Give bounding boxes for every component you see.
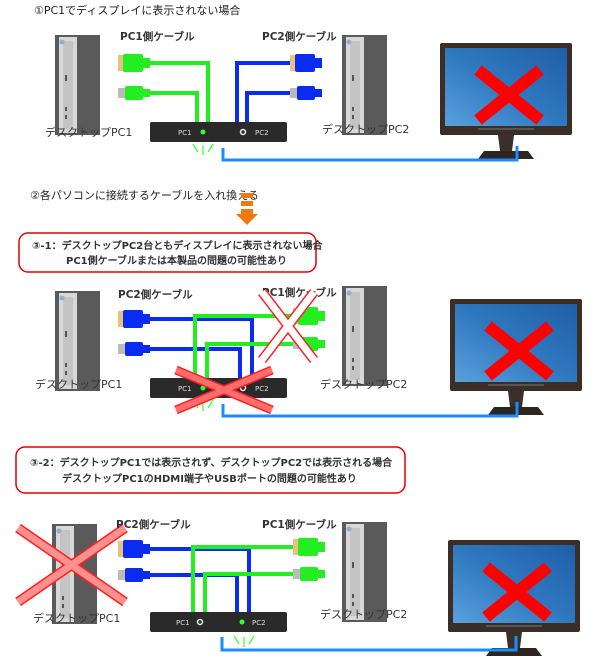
video-cable (221, 402, 519, 418)
cable-x-inner (259, 289, 317, 363)
pc1-cable (118, 54, 210, 124)
pc1-cable-label: PC1側ケーブル (120, 30, 195, 43)
note-box-3-1 (18, 232, 317, 273)
switch-port2-label: PC2 (255, 129, 269, 137)
pc2-cable (235, 54, 322, 124)
note-3-1-line2: PC1側ケーブルまたは本製品の問題の可能性あり (66, 254, 287, 267)
desktop-pc1-label: デスクトップPC1 (45, 125, 132, 139)
pc2-cable-label: PC2側ケーブル (116, 518, 191, 531)
hdmi-plug-icon (293, 538, 325, 556)
desktop-pc1-label: デスクトップPC1 (33, 611, 120, 625)
desktop-pc1-label: デスクトップPC1 (35, 377, 122, 391)
led-active-icon (239, 619, 245, 625)
hdmi-plug-icon (118, 54, 150, 72)
desktop-pc2-icon (342, 522, 387, 622)
usb-plug-icon (293, 567, 325, 581)
usb-plug-icon (290, 86, 322, 100)
switch-port2-label: PC2 (255, 385, 269, 393)
desktop-pc2-icon (342, 286, 387, 386)
led-glow-icon (233, 635, 255, 647)
desktop-pc2-icon (342, 35, 387, 135)
hdmi-plug-icon (290, 54, 322, 72)
usb-plug-icon (118, 568, 150, 582)
pc2-cable (118, 310, 254, 380)
led-active-icon (200, 129, 206, 135)
desktop-pc2-label: デスクトップPC2 (320, 607, 407, 621)
switch-port1-label: PC1 (178, 129, 192, 137)
switch-port2-label: PC2 (252, 619, 266, 627)
desktop-pc1-icon (55, 35, 100, 135)
pc2-cable (118, 540, 251, 614)
pc1-cable (191, 538, 325, 614)
scene-3: PC2側ケーブル PC1側ケーブル PC1 PC2 デスクトップPC1 デスクト… (15, 518, 580, 656)
monitor-x-icon (482, 562, 552, 622)
switch-port1-label: PC1 (176, 619, 190, 627)
desktop-pc1-icon (55, 291, 100, 391)
video-cable (220, 636, 518, 652)
led-inactive-icon (196, 618, 204, 626)
hdmi-plug-icon (118, 540, 150, 558)
desktop-pc2-label: デスクトップPC2 (320, 377, 407, 391)
pc1-cable (193, 307, 325, 380)
scene-1: PC1側ケーブル PC2側ケーブル PC1 PC2 デスクトップPC1 デスクト… (45, 30, 572, 162)
pc1-cable-label: PC1側ケーブル (262, 286, 337, 299)
pc1-cable-label: PC1側ケーブル (262, 518, 337, 531)
section2-title: ②各パソコンに接続するケーブルを入れ換える (30, 188, 259, 202)
switch-x-outline-icon (174, 365, 274, 415)
section1-title: ①PC1でディスプレイに表示されない場合 (34, 3, 240, 17)
note-box-3-2 (15, 446, 406, 494)
hdmi-plug-icon (118, 310, 150, 328)
switch-x-inner (174, 367, 274, 413)
desktop-pc2-label: デスクトップPC2 (322, 122, 409, 136)
monitor-x-icon (474, 65, 544, 125)
led-glow-icon (192, 143, 214, 155)
note-3-1-line1: ③-1：デスクトップPC2台ともディスプレイに表示されない場合 (32, 239, 324, 252)
kvm-switch (150, 612, 287, 632)
down-arrow-icon (236, 193, 258, 225)
pc1-x-inner (16, 525, 127, 605)
video-cable (221, 146, 519, 162)
note-3-2-line2: デスクトップPC1のHDMI端子やUSBポートの問題の可能性あり (62, 472, 357, 485)
pc2-cable-label: PC2側ケーブル (118, 288, 193, 301)
usb-plug-icon (118, 342, 150, 356)
switch-port1-label: PC1 (178, 385, 192, 393)
monitor-x-icon (484, 321, 554, 381)
note-3-2-line1: ③-2：デスクトップPC1では表示されず、デスクトップPC2では表示される場合 (30, 456, 393, 469)
led-inactive-icon (239, 128, 247, 136)
pc2-cable-label: PC2側ケーブル (262, 30, 337, 43)
led-active-icon (200, 385, 206, 391)
scene-2: PC2側ケーブル PC1側ケーブル PC1 PC2 デスクトップPC1 デスクト… (35, 286, 582, 418)
usb-plug-icon (118, 86, 150, 100)
